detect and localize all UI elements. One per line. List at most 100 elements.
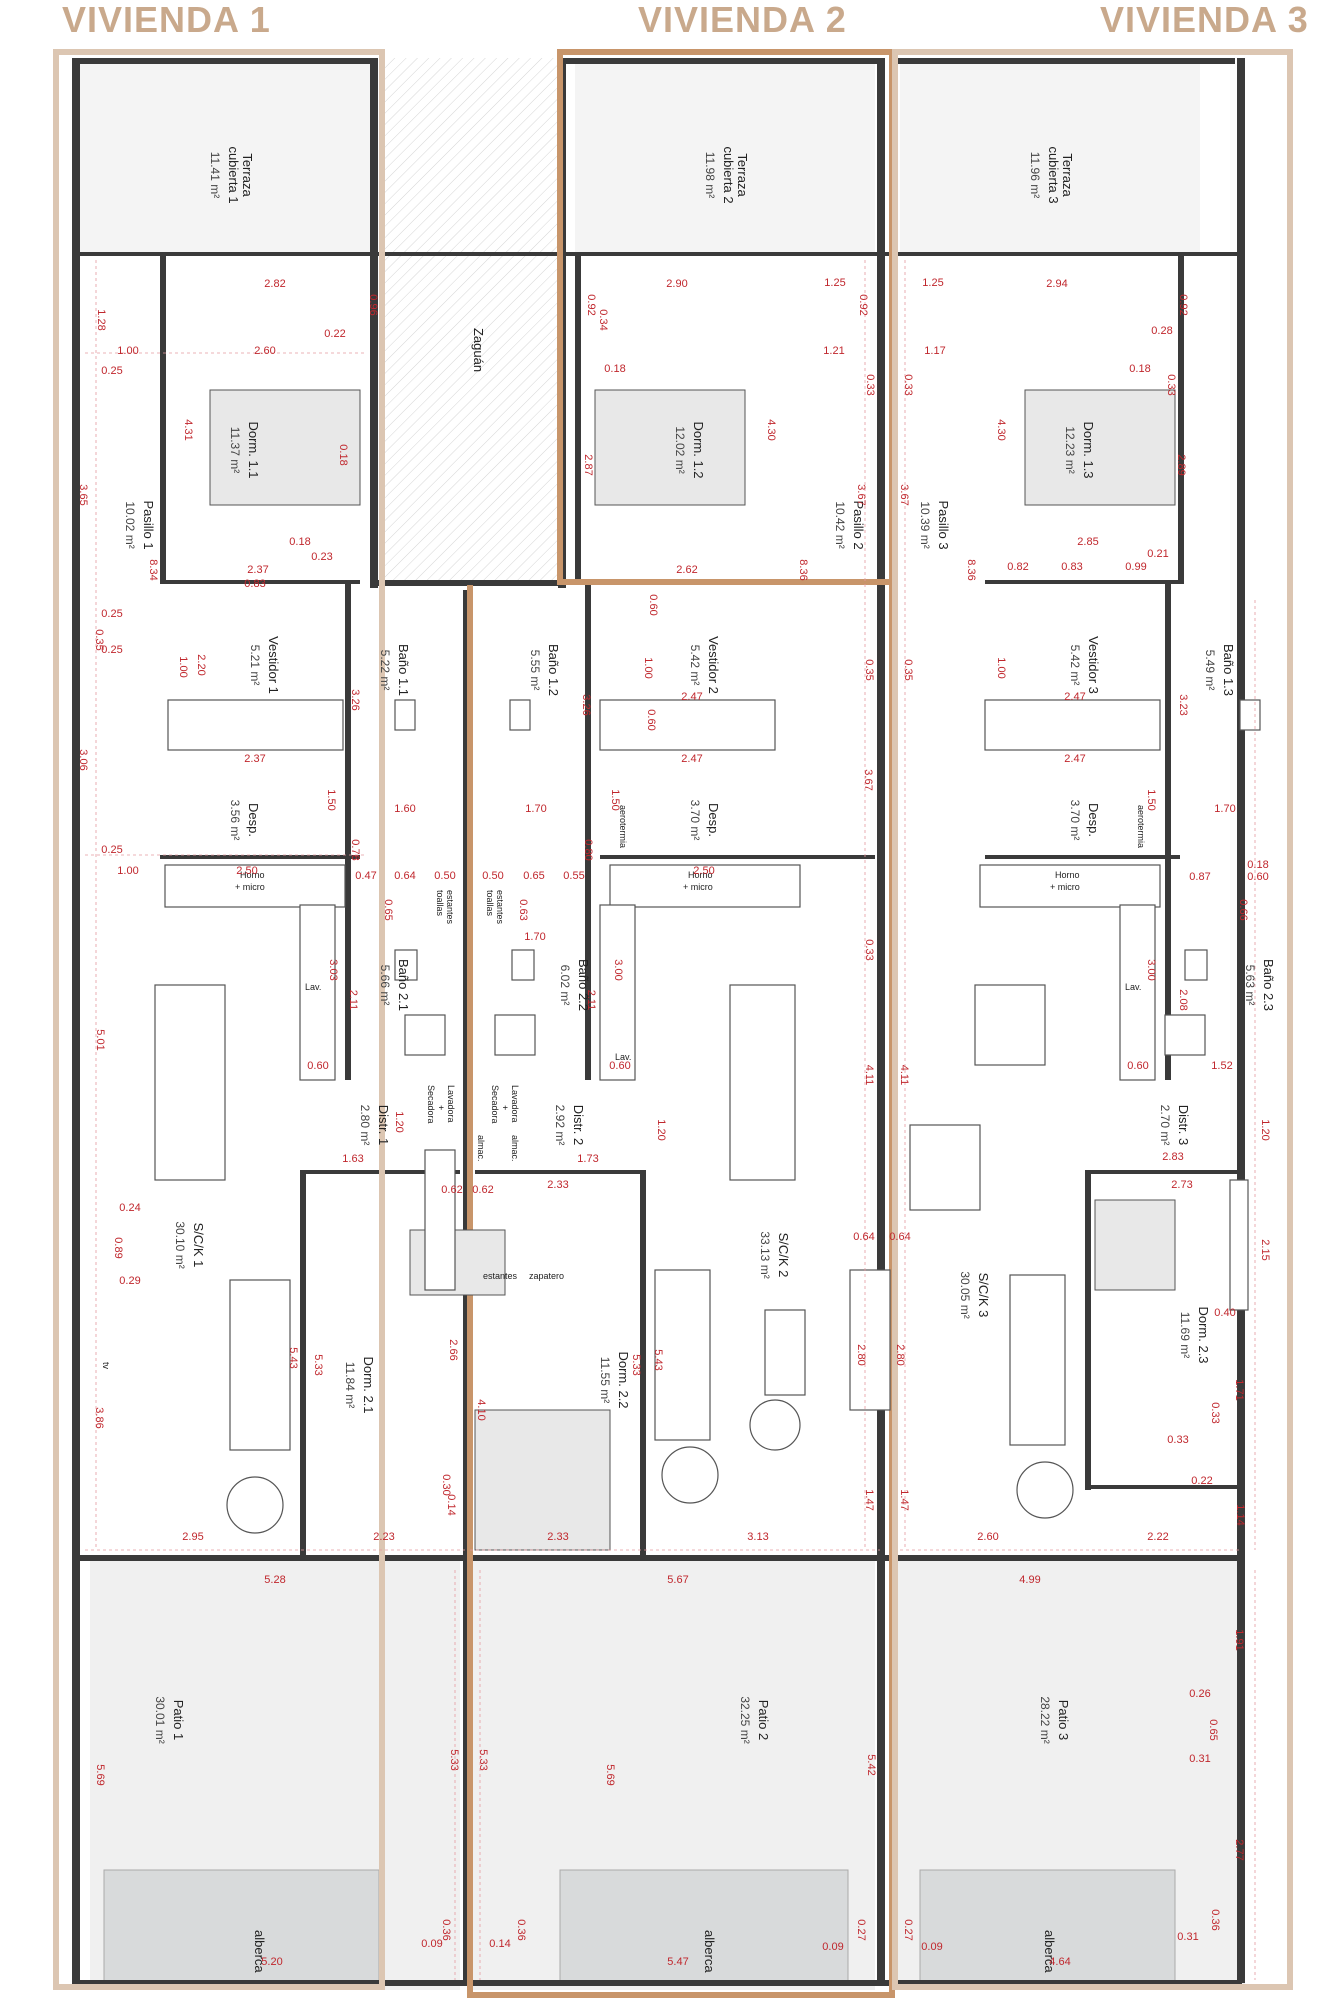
room-area: 11.37 m² xyxy=(228,427,242,473)
dimension-d125: 0.82 xyxy=(1007,561,1028,573)
dimension-d74: 2.47 xyxy=(681,691,702,703)
dimension-d166: 4.64 xyxy=(1049,1956,1070,1968)
dimension-d11: 0.18 xyxy=(289,536,310,548)
dimension-d164: 0.36 xyxy=(1209,1909,1221,1930)
dimension-d24: 1.50 xyxy=(325,789,337,810)
dimension-d1: 2.82 xyxy=(264,278,285,290)
lav-label-2: Lav. xyxy=(615,1052,631,1062)
room-dorm22: Dorm. 2.211.55 m² xyxy=(598,1351,631,1408)
room-name: Dorm. 2.3 xyxy=(1196,1306,1211,1363)
dimension-d111: 0.36 xyxy=(515,1919,527,1940)
washer-label-1b: + xyxy=(436,1105,446,1110)
dimension-d47: 2.95 xyxy=(182,1531,203,1543)
room-pasillo3: Pasillo 310.39 m² xyxy=(918,500,951,549)
dimension-d94: 2.33 xyxy=(547,1179,568,1191)
dimension-d90: 0.60 xyxy=(609,1060,630,1072)
dimension-d114: 1.25 xyxy=(922,277,943,289)
dimension-d63: 0.18 xyxy=(604,363,625,375)
room-desp3: Desp.3.70 m² xyxy=(1068,800,1101,841)
dimension-d36: 5.01 xyxy=(94,1029,106,1050)
dimension-d44: 5.33 xyxy=(312,1354,324,1375)
room-area: 5.21 m² xyxy=(248,645,262,686)
dimension-d115: 2.94 xyxy=(1046,278,1067,290)
dimension-d48: 2.23 xyxy=(373,1531,394,1543)
dimension-d6: 2.60 xyxy=(254,345,275,357)
room-distr1: Distr. 12.80 m² xyxy=(358,1105,391,1146)
dimension-d84: 0.63 xyxy=(517,899,529,920)
dimension-d172: 0.64 xyxy=(889,1231,910,1243)
room-name: cubierta 2 xyxy=(721,146,736,203)
dimension-d30: 0.47 xyxy=(355,870,376,882)
room-name: Distr. 3 xyxy=(1176,1105,1191,1145)
oven-label-3b: + micro xyxy=(1050,882,1080,892)
dimension-d140: 0.60 xyxy=(1247,871,1268,883)
dimension-d149: 2.15 xyxy=(1259,1239,1271,1260)
dimension-d91: 4.11 xyxy=(863,1065,875,1086)
dimension-d14: 0.83 xyxy=(244,578,265,590)
room-name: Dorm. 1.3 xyxy=(1081,421,1096,478)
dimension-d9: 0.18 xyxy=(337,444,349,465)
dimension-d167: 0.27 xyxy=(902,1919,914,1940)
dimension-d82: 0.55 xyxy=(563,870,584,882)
dimension-d39: 1.63 xyxy=(342,1153,363,1165)
lav-label-1: Lav. xyxy=(305,982,321,992)
towel-shelf-1b: toallas xyxy=(435,890,445,917)
dimension-d5: 1.00 xyxy=(117,345,138,357)
dimension-d138: 0.18 xyxy=(1247,859,1268,871)
dimension-d52: 5.33 xyxy=(448,1749,460,1770)
dimension-d141: 0.66 xyxy=(1237,899,1249,920)
dimension-d64: 0.33 xyxy=(864,374,876,395)
dimension-d70: 0.60 xyxy=(647,594,659,615)
dimension-d147: 2.83 xyxy=(1162,1151,1183,1163)
room-name: Baño 2.1 xyxy=(396,959,411,1011)
dimension-d151: 1.71 xyxy=(1233,1379,1245,1400)
dimension-d171: 1.47 xyxy=(898,1489,910,1510)
dimension-d108: 5.42 xyxy=(865,1754,877,1775)
dimension-d128: 8.36 xyxy=(965,559,977,580)
dimension-d168: 0.09 xyxy=(921,1941,942,1953)
fixture-labels: alberca alberca alberca Horno + micro Ho… xyxy=(101,805,1146,1973)
room-name: Baño 1.1 xyxy=(396,644,411,696)
room-area: 10.02 m² xyxy=(123,501,137,548)
dimension-d98: 5.33 xyxy=(630,1354,642,1375)
room-area: 2.70 m² xyxy=(1158,1105,1172,1146)
dimension-d132: 1.00 xyxy=(995,657,1007,678)
title-vivienda-2: VIVIENDA 2 xyxy=(638,0,847,40)
room-bano12: Baño 1.25.55 m² xyxy=(528,644,561,696)
room-area: 5.49 m² xyxy=(1203,650,1217,691)
room-name: Terraza xyxy=(1060,153,1075,197)
room-area: 32.25 m² xyxy=(738,1696,752,1743)
dimension-d35: 2.11 xyxy=(347,990,359,1011)
dimension-d118: 1.17 xyxy=(924,345,945,357)
room-vestidor3: Vestidor 35.42 m² xyxy=(1068,636,1101,694)
pool-1 xyxy=(103,1869,380,1986)
room-vestidor2: Vestidor 25.42 m² xyxy=(688,636,721,694)
pool-label-3: alberca xyxy=(1042,1930,1057,1973)
room-area: 12.23 m² xyxy=(1063,426,1077,473)
shelves-label: estantes xyxy=(483,1271,518,1281)
dimension-d104: 1.47 xyxy=(863,1489,875,1510)
dimension-d142: 3.00 xyxy=(1145,959,1157,980)
zaguan-area xyxy=(380,58,560,583)
room-area: 5.42 m² xyxy=(688,645,702,686)
dimension-d34: 3.03 xyxy=(327,959,339,980)
dimension-d159: 1.91 xyxy=(1233,1629,1245,1650)
storage-label-2: almac. xyxy=(510,1135,520,1162)
room-zaguan: Zaguán xyxy=(471,328,486,372)
dimension-d57: 2.90 xyxy=(666,278,687,290)
dimension-d72: 3.26 xyxy=(580,694,592,715)
washer-label-2c: Secadora xyxy=(490,1085,500,1124)
dimension-d96: 0.62 xyxy=(472,1184,493,1196)
dimension-d41: 0.89 xyxy=(112,1237,124,1258)
room-name: Pasillo 1 xyxy=(141,500,156,549)
dimension-d102: 2.33 xyxy=(547,1531,568,1543)
title-vivienda-1: VIVIENDA 1 xyxy=(62,0,271,40)
lav-label-3: Lav. xyxy=(1125,982,1141,992)
dimension-d157: 2.22 xyxy=(1147,1531,1168,1543)
dimension-d50: 0.14 xyxy=(445,1494,457,1515)
dimension-d136: 1.50 xyxy=(1145,789,1157,810)
room-area: 11.41 m² xyxy=(208,152,222,198)
room-name: Baño 1.2 xyxy=(546,644,561,696)
